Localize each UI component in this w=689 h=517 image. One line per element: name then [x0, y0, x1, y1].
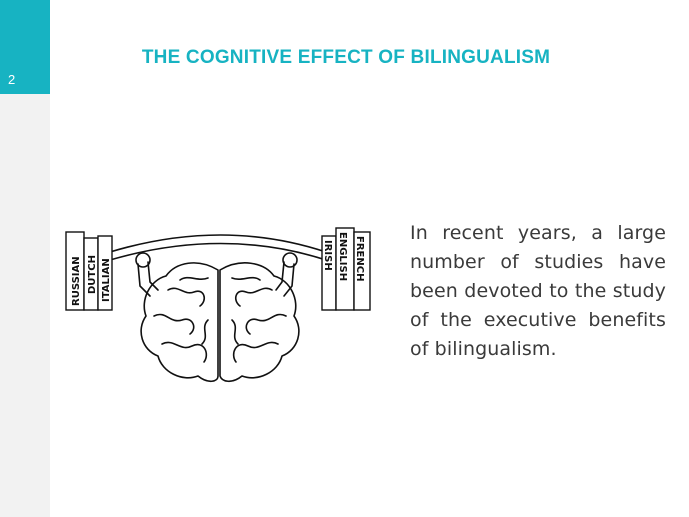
barbell-bar	[109, 234, 327, 253]
brain-lifting-barbell-illustration: RUSSIAN DUTCH ITALIAN IRISH ENGLISH FREN…	[65, 227, 371, 383]
right-arm	[283, 263, 295, 297]
book-label-french: FRENCH	[354, 236, 365, 281]
brain-left-hemisphere	[140, 262, 219, 383]
page-number: 2	[8, 72, 16, 87]
slide-body-text: In recent years, a large number of studi…	[410, 222, 666, 360]
book-label-italian: ITALIAN	[101, 258, 112, 302]
book-italian	[97, 235, 113, 311]
book-french	[353, 231, 371, 311]
slide-title: THE COGNITIVE EFFECT OF BILINGUALISM	[141, 47, 551, 68]
book-label-english: ENGLISH	[337, 232, 348, 281]
book-label-russian: RUSSIAN	[71, 256, 82, 306]
brain-right-hemisphere	[219, 262, 300, 383]
book-label-irish: IRISH	[322, 240, 333, 271]
page-number-badge: 2	[0, 0, 50, 94]
book-label-dutch: DUTCH	[87, 255, 98, 294]
